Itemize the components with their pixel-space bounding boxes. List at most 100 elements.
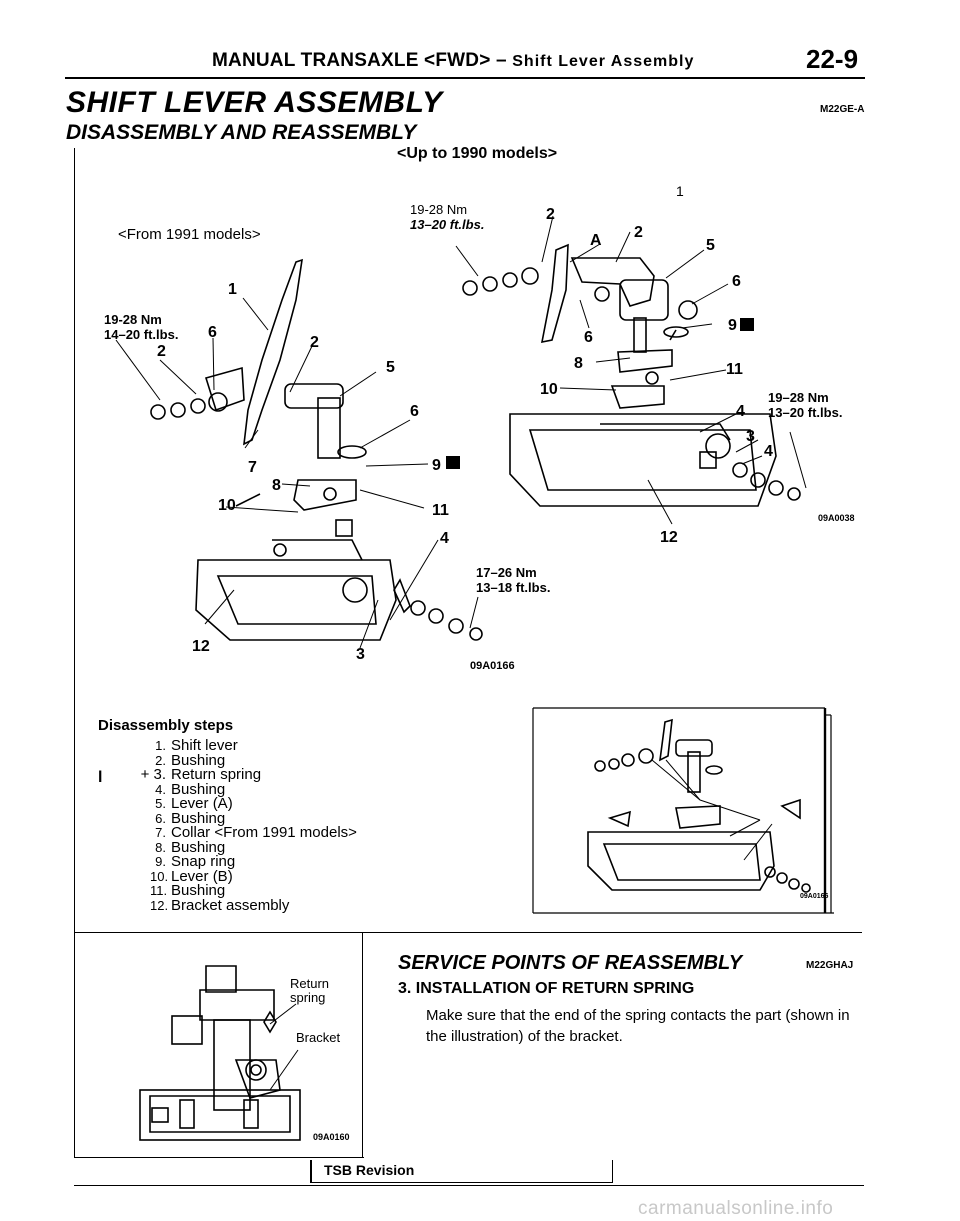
section-rule-mid: [74, 932, 862, 933]
step-label: Bushing: [171, 809, 226, 827]
watermark: carmanualsonline.info: [638, 1198, 834, 1219]
step-item: 8. Bushing: [150, 838, 357, 856]
upto1990-ref: 1: [676, 183, 684, 199]
step-item: + 3.Return spring: [141, 767, 357, 783]
step-number: 10.: [150, 868, 169, 884]
torque-d-ftlbs: 13–18 ft.lbs.: [476, 580, 551, 595]
callout-12-left: 12: [192, 638, 210, 655]
callout-5-left: 5: [386, 359, 395, 376]
callout-2-right: 2: [546, 206, 555, 223]
callout-a-right: A: [590, 232, 602, 249]
step-number: 5.: [155, 796, 166, 811]
sub-title: DISASSEMBLY AND REASSEMBLY: [66, 121, 417, 144]
callout-3-left: 3: [356, 646, 365, 663]
step-label: Shift lever: [171, 737, 238, 754]
shift-lever-1991: [150, 258, 397, 641]
callout-11-right: 11: [726, 361, 743, 378]
callout-9-right: 9: [728, 317, 737, 334]
header-rule: [65, 77, 865, 79]
callout-3-right: 3: [746, 428, 755, 445]
step-number: + 3.: [140, 766, 166, 783]
step-label: Snap ring: [171, 853, 236, 870]
step-item: 5.Lever (A): [150, 796, 357, 812]
shift-lever-1990: [462, 243, 777, 507]
step-number: 11.: [150, 883, 168, 898]
n-box-left: [446, 456, 460, 469]
tsb-revision-box: TSB Revision: [310, 1160, 613, 1183]
steps-bullet: l: [98, 769, 103, 786]
main-title: SHIFT LEVER ASSEMBLY: [66, 86, 443, 119]
callout-2a-left: 2: [310, 334, 319, 351]
section-rule-bottom: [74, 1157, 364, 1158]
step-item: 2. Bushing: [150, 751, 357, 769]
step-label: Collar <From 1991 models>: [171, 824, 357, 841]
torque-c-nm: 19–28 Nm: [768, 390, 829, 405]
footer-rule: [74, 1185, 864, 1186]
torque-b-nm: 19-28 Nm: [104, 312, 162, 327]
callout-6-right: 6: [732, 273, 741, 290]
torque-d-nm: 17–26 Nm: [476, 565, 537, 580]
callout-7-left: 7: [248, 459, 257, 476]
step-item: 4.Bushing: [150, 780, 357, 798]
torque-b: 19-28 Nm 14–20 ft.lbs.: [104, 312, 178, 342]
step-number: 1.: [155, 738, 166, 753]
callout-12-right: 12: [660, 529, 678, 546]
callout-6b-left: 6: [410, 403, 419, 420]
torque-b-ftlbs: 14–20 ft.lbs.: [104, 327, 179, 342]
step-item: 10.Lever (B): [150, 868, 357, 885]
service-step-title: 3. INSTALLATION OF RETURN SPRING: [398, 980, 695, 997]
torque-d: 17–26 Nm 13–18 ft.lbs.: [476, 565, 550, 595]
step-item: 1. Shift lever: [150, 737, 357, 754]
step-number: 9.: [155, 854, 166, 869]
service-title: SERVICE POINTS OF REASSEMBLY: [398, 952, 743, 974]
callout-4-left: 4: [440, 530, 449, 547]
step-number: 7.: [155, 825, 166, 840]
figure-code-right: 09A0038: [818, 513, 855, 523]
callout-4-right: 4: [736, 403, 745, 420]
steps-list: 1. Shift lever 2. Bushing + 3.Return sprin…: [141, 737, 357, 914]
upto1990-label: <Up to 1990 models>: [397, 145, 558, 162]
section-rule-divider: [362, 932, 363, 1158]
figure-code-left: 09A0166: [470, 660, 515, 672]
return-spring-diagram: [139, 965, 301, 1141]
step-number: 12.: [150, 897, 169, 913]
step-label: Bushing: [171, 780, 226, 798]
step-label: Bushing: [171, 751, 226, 769]
callout-2b-right: 2: [634, 224, 643, 241]
torque-c-ftlbs: 13–20 ft.lbs.: [768, 405, 843, 420]
return-spring-text: Return spring: [290, 976, 330, 1005]
service-code: M22GHAJ: [806, 960, 854, 971]
step-number: 2.: [155, 752, 166, 768]
callout-4b-right: 4: [764, 443, 773, 460]
callout-5-right: 5: [706, 237, 715, 254]
header-title: MANUAL TRANSAXLE <FWD>: [212, 50, 491, 71]
callout-6b-right: 6: [584, 329, 593, 346]
label-return-spring: Return spring: [290, 977, 348, 1005]
step-label: Bushing: [171, 882, 226, 899]
torque-a-nm: 19-28 Nm: [410, 202, 468, 217]
step-item: 6. Bushing: [150, 809, 357, 827]
callout-8-right: 8: [574, 355, 583, 372]
running-header: MANUAL TRANSAXLE <FWD> – Shift Lever Ass…: [212, 50, 694, 72]
callout-11-left: 11: [432, 502, 449, 519]
step-label: Bushing: [171, 838, 226, 856]
step-item: 7. Collar <From 1991 models>: [150, 824, 357, 841]
torque-c: 19–28 Nm 13–20 ft.lbs.: [768, 390, 842, 420]
step-label: Bracket assembly: [171, 896, 290, 914]
callout-8-left: 8: [272, 477, 281, 494]
steps-title: Disassembly steps: [98, 717, 234, 734]
callout-10-right: 10: [540, 381, 558, 398]
header-section: Shift Lever Assembly: [512, 53, 695, 70]
figure-code-small: 09A0166: [800, 893, 829, 900]
service-body: Make sure that the end of the spring con…: [426, 1007, 850, 1045]
step-number: 6.: [155, 810, 166, 826]
torque-a: 19-28 Nm 13–20 ft.lbs.: [410, 202, 484, 232]
step-number: 8.: [155, 839, 166, 855]
tsb-revision-label: TSB Revision: [324, 1162, 415, 1178]
frame-left-line: [74, 148, 75, 1158]
page-number: 22-9: [806, 44, 859, 74]
figure-code-bottom: 09A0160: [313, 1132, 350, 1142]
label-bracket: Bracket: [296, 1030, 341, 1045]
header-dash: –: [495, 50, 507, 71]
inset-diagram: [532, 707, 834, 914]
